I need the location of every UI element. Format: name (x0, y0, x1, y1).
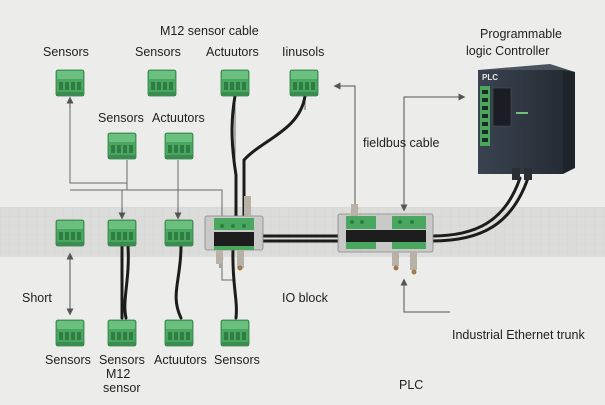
mid-sensors-label: Sensors (98, 111, 144, 125)
black-cables (120, 94, 530, 320)
module-mid-sensors[interactable] (107, 132, 137, 160)
module-rail-sensors[interactable] (107, 219, 137, 247)
top-actuators-label: Actuutors (206, 45, 259, 59)
module-rail-actuators[interactable] (164, 219, 194, 247)
bottom-plc-label: PLC (399, 378, 424, 392)
fieldbus-cable-label: fieldbus cable (363, 136, 440, 150)
plc-unit[interactable] (478, 64, 575, 180)
module-bottom-sensors-1[interactable] (55, 319, 85, 347)
module-bottom-actuators[interactable] (164, 319, 194, 347)
short-label: Short (22, 291, 52, 305)
m12-sensor-cable-label: M12 sensor cable (160, 24, 259, 38)
top-sensors-label-1: Sensors (43, 45, 89, 59)
bottom-actuators-label: Actuutors (154, 353, 207, 367)
module-top-sensors-2[interactable] (147, 69, 177, 97)
io-block-label: IO block (282, 291, 328, 305)
plc-title-line1: Programmable (480, 27, 562, 41)
module-bottom-sensors-3[interactable] (220, 319, 250, 347)
module-mid-actuators[interactable] (164, 132, 194, 160)
bottom-sensors-label-2: Sensors (99, 353, 145, 367)
top-sensors-label-2: Sensors (135, 45, 181, 59)
bottom-sensors-label-3: Sensors (214, 353, 260, 367)
plc-title-line2: logic Controller (466, 44, 550, 58)
bottom-m12-label: M12 (106, 367, 131, 381)
module-rail-short[interactable] (55, 219, 85, 247)
io-block-left[interactable] (204, 196, 264, 271)
module-top-sensors-1[interactable] (55, 69, 85, 97)
top-iinusols-label: Iinusols (282, 45, 325, 59)
module-top-actuators[interactable] (220, 69, 250, 97)
mid-actuators-label: Actuutors (152, 111, 205, 125)
module-bottom-sensors-2[interactable] (107, 319, 137, 347)
module-top-iinusols[interactable] (289, 69, 319, 97)
bottom-sensor-label: sensor (103, 381, 141, 395)
io-block-right[interactable] (337, 204, 434, 275)
industrial-ethernet-label: Industrial Ethernet trunk (452, 328, 585, 342)
bottom-sensors-label-1: Sensors (45, 353, 91, 367)
plc-badge: PLC (482, 73, 498, 82)
